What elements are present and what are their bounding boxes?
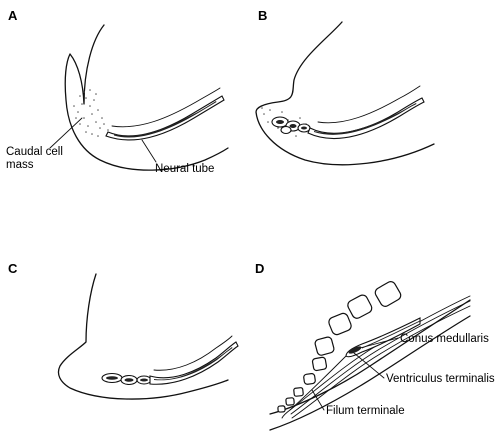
vertebra — [303, 373, 316, 385]
panel-a-letter: A — [8, 8, 18, 23]
panel-d-ventral-outline — [269, 315, 471, 431]
panel-b-vesicle-lumen — [276, 120, 284, 124]
panel-a-label-mass: mass — [6, 159, 34, 171]
panel-c-vesicle-lumen — [140, 378, 148, 382]
panel-d-vertebrae — [277, 281, 402, 413]
panel-d-filum-leader — [311, 389, 325, 411]
panel-a-neural-leader — [141, 139, 157, 163]
panel-a-neural-tube — [105, 95, 225, 141]
panel-c: C — [8, 261, 239, 400]
panel-d-filum-terminale — [281, 355, 347, 419]
panel-b-vesicle-lumen — [289, 124, 297, 128]
panel-c-vesicle-lumen — [106, 376, 118, 380]
panel-b-neural-tube — [307, 97, 425, 139]
panel-d-canal-ventral — [291, 305, 471, 419]
panel-b-neural-tube-lumen — [314, 103, 417, 135]
vertebra — [285, 397, 295, 406]
vertebra — [311, 356, 328, 372]
panel-b-vesicle — [280, 125, 292, 135]
panel-d-label-conus: Conus medullaris — [400, 333, 489, 345]
vertebra — [347, 294, 373, 319]
panel-d-label-filum: Filum terminale — [326, 405, 405, 417]
panel-d-conus-leader — [359, 337, 399, 349]
vertebra — [314, 336, 335, 356]
panel-b-embryo-outline — [255, 21, 435, 166]
panel-b: B — [255, 8, 435, 166]
panel-a: A Caudal cell mass Neural tube — [6, 8, 229, 175]
panel-c-vesicle-lumen — [124, 378, 134, 382]
panel-b-dorsal-line — [317, 85, 421, 124]
panel-b-vesicles — [271, 116, 311, 135]
panel-d-ventriculus-leader — [353, 352, 385, 379]
panel-d-letter: D — [255, 261, 264, 276]
panel-d: D Conus medullaris Ven — [255, 261, 495, 431]
panel-d-ventriculus-terminalis — [348, 346, 362, 354]
panel-c-letter: C — [8, 261, 18, 276]
panel-c-embryo-outline — [57, 273, 229, 400]
panel-a-dorsal-line — [111, 87, 221, 128]
panel-d-label-ventriculus: Ventriculus terminalis — [386, 373, 495, 385]
panel-d-skin-outline — [269, 299, 471, 415]
panel-a-label-caudal-cell: Caudal cell — [6, 146, 63, 158]
vertebra — [328, 312, 352, 336]
panel-a-embryo-outline — [64, 24, 229, 171]
vertebra — [277, 405, 286, 413]
panel-a-caudal-cell-mass — [73, 89, 109, 137]
panel-d-central-canal — [362, 320, 420, 349]
panel-c-neural-tube — [149, 341, 239, 385]
panel-a-label-neural-tube: Neural tube — [155, 163, 214, 175]
panel-c-vesicles — [101, 372, 152, 386]
panel-b-letter: B — [258, 8, 267, 23]
vertebra — [374, 281, 402, 307]
panel-a-caudal-leader — [49, 117, 83, 149]
vertebra — [293, 387, 304, 397]
panel-d-dura — [290, 300, 471, 415]
panel-b-vesicle-lumen — [301, 126, 307, 130]
panel-c-dorsal-line — [153, 335, 233, 371]
